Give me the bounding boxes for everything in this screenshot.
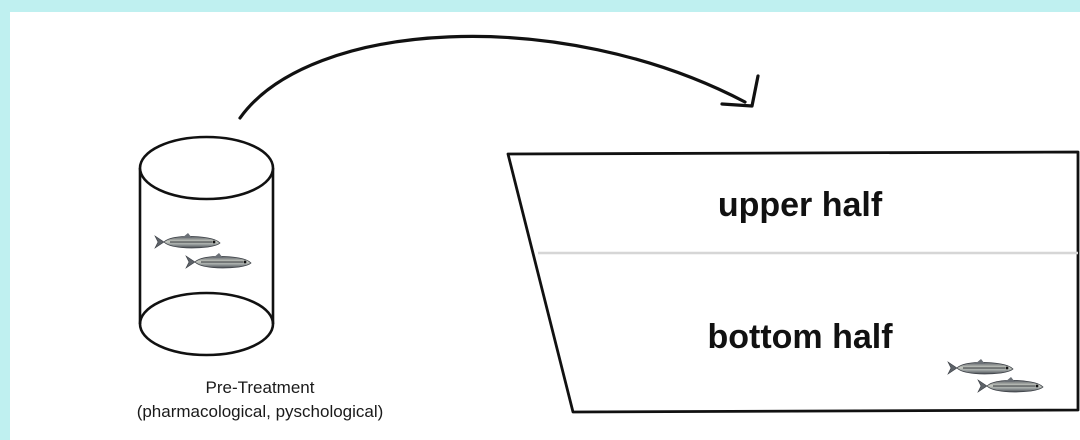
pretreatment-sublabel: (pharmacological, pyschological) bbox=[136, 402, 384, 421]
frame-border-left bbox=[0, 0, 10, 440]
bottom-half-label: bottom half bbox=[707, 318, 893, 356]
pretreatment-label: Pre-Treatment bbox=[205, 378, 315, 397]
tank-icon bbox=[506, 150, 1080, 414]
cylinder-icon bbox=[138, 135, 275, 357]
upper-half-label: upper half bbox=[717, 186, 883, 224]
arrow-icon bbox=[238, 34, 760, 120]
fish-icon bbox=[185, 252, 252, 269]
fish-icon bbox=[154, 232, 221, 249]
frame-border-top bbox=[0, 0, 1080, 12]
